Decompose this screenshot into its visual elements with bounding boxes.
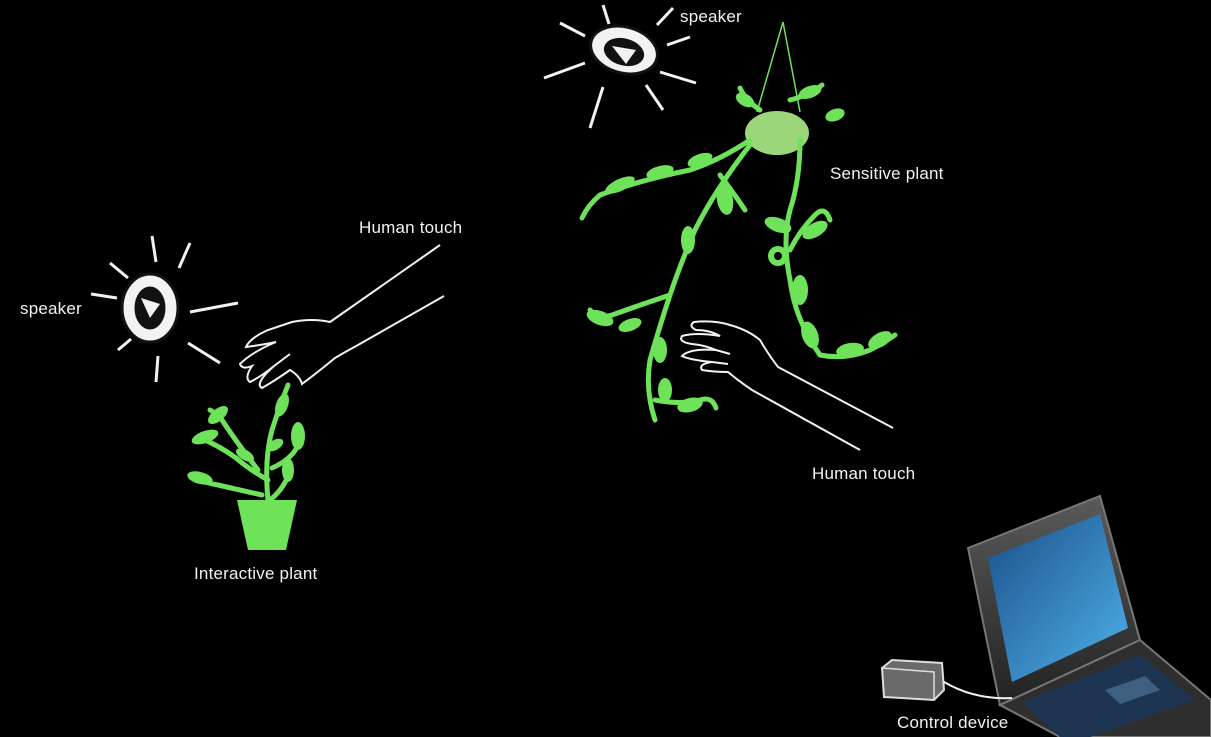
control-device-label: Control device	[897, 713, 1008, 733]
speaker-icon	[91, 236, 238, 382]
human-touch-label: Human touch	[359, 218, 462, 238]
speaker-label: speaker	[20, 299, 82, 319]
laptop-icon	[968, 496, 1211, 737]
hand-icon	[240, 245, 444, 388]
hanging-plant-icon	[582, 22, 895, 420]
interactive-plant-label: Interactive plant	[194, 564, 317, 584]
speaker-icon	[544, 5, 696, 128]
sensitive-plant-label: Sensitive plant	[830, 164, 944, 184]
speaker-label: speaker	[680, 7, 742, 27]
human-touch-label: Human touch	[812, 464, 915, 484]
hand-icon	[681, 321, 893, 450]
potted-plant-icon	[186, 385, 305, 550]
